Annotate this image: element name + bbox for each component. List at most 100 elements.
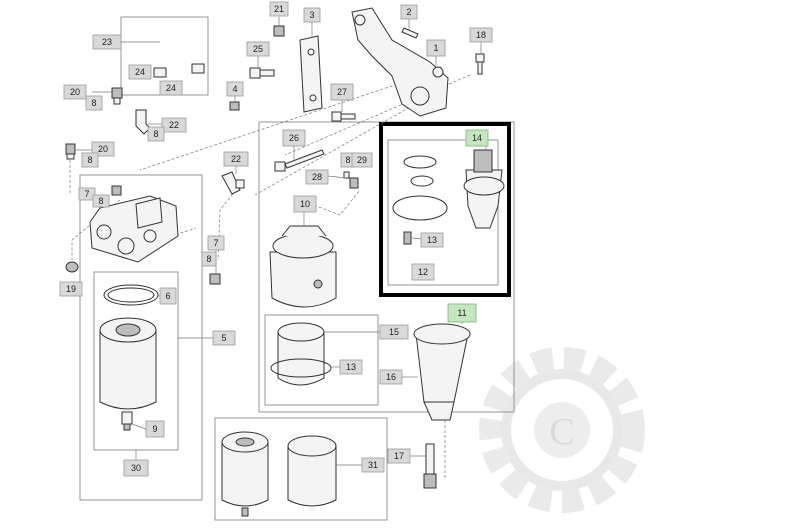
housing-10-part: [269, 225, 337, 308]
svg-text:7: 7: [84, 189, 89, 199]
callout-11: 11: [447, 303, 477, 323]
svg-text:7: 7: [213, 238, 218, 248]
svg-text:19: 19: [66, 284, 76, 294]
svg-text:8: 8: [153, 129, 158, 139]
callout-29: 29: [351, 152, 373, 168]
svg-text:18: 18: [476, 30, 486, 40]
svg-text:6: 6: [165, 291, 170, 301]
svg-text:5: 5: [221, 333, 226, 343]
frame-filter-15-group: [264, 314, 379, 406]
svg-text:8: 8: [206, 254, 211, 264]
callout-30: 30: [123, 459, 149, 477]
callout-8f: 8: [201, 251, 217, 267]
bolt-25-part: [249, 67, 275, 79]
bracket-1-part: [351, 7, 449, 117]
seal-ring-6-part: [103, 284, 159, 306]
callout-1: 1: [426, 39, 446, 57]
filter-head-part: [89, 195, 179, 263]
spin-on-filter-part: [99, 317, 157, 431]
callout-6: 6: [159, 287, 177, 305]
fitting-21-part: [273, 25, 285, 37]
svg-text:10: 10: [300, 199, 310, 209]
callout-7b: 7: [207, 235, 225, 251]
callout-26: 26: [282, 129, 306, 147]
callout-15: 15: [379, 324, 409, 340]
svg-text:11: 11: [457, 308, 466, 318]
filter-31-part: [221, 431, 337, 517]
callout-23: 23: [92, 34, 122, 50]
svg-text:3: 3: [309, 10, 314, 20]
svg-text:15: 15: [389, 327, 399, 337]
primer-pump-part: [463, 149, 505, 229]
callout-18: 18: [469, 27, 493, 43]
callout-20b: 20: [91, 141, 115, 157]
fitting-20b-part: [65, 143, 76, 160]
callout-7a: 7: [78, 187, 96, 201]
svg-text:27: 27: [337, 87, 347, 97]
svg-text:21: 21: [274, 4, 284, 14]
bracket-3-part: [299, 35, 323, 113]
svg-text:9: 9: [152, 424, 157, 434]
callout-8c: 8: [81, 152, 99, 168]
cartridge-15-part: [270, 322, 332, 386]
bolt-27-part: [331, 111, 356, 122]
svg-text:24: 24: [135, 67, 145, 77]
callout-9: 9: [145, 420, 165, 438]
svg-text:31: 31: [368, 460, 378, 470]
pipe-assembly-part: [153, 31, 205, 78]
watermark-gear-icon: C: [479, 347, 645, 513]
svg-text:22: 22: [231, 154, 241, 164]
plug-7b-part: [209, 273, 221, 285]
callout-21: 21: [269, 1, 289, 17]
fitting-20-part: [111, 87, 123, 105]
svg-text:20: 20: [70, 87, 80, 97]
callout-28: 28: [305, 169, 329, 185]
callout-13b: 13: [339, 359, 363, 375]
svg-text:12: 12: [418, 267, 428, 277]
svg-text:20: 20: [98, 144, 108, 154]
callout-4: 4: [226, 81, 244, 97]
svg-text:23: 23: [102, 37, 112, 47]
elbow-22b-part: [221, 171, 245, 195]
svg-text:17: 17: [394, 451, 404, 461]
svg-text:1: 1: [433, 43, 438, 53]
plug-7-part: [111, 185, 122, 196]
watermark-letter: C: [549, 411, 574, 453]
callout-3: 3: [303, 7, 321, 23]
callout-17: 17: [387, 448, 411, 464]
svg-text:8: 8: [91, 98, 96, 108]
callout-20a: 20: [63, 84, 87, 100]
callout-22a: 22: [161, 117, 187, 133]
svg-text:28: 28: [312, 172, 322, 182]
plug-29-part: [343, 171, 359, 189]
callout-2: 2: [400, 4, 418, 20]
svg-text:26: 26: [289, 133, 299, 143]
callout-31: 31: [361, 457, 385, 473]
callout-8b: 8: [147, 126, 165, 142]
filter-bowl-part: [413, 323, 471, 489]
bolt-18-part: [475, 53, 485, 75]
nut-4-part: [229, 101, 240, 111]
svg-text:8: 8: [98, 196, 103, 206]
callout-22b: 22: [223, 151, 249, 167]
callout-13a: 13: [420, 232, 444, 248]
svg-text:30: 30: [131, 463, 141, 473]
svg-text:13: 13: [346, 362, 356, 372]
callout-24b: 24: [159, 80, 183, 96]
svg-text:16: 16: [386, 372, 396, 382]
svg-text:25: 25: [253, 44, 263, 54]
o-ring-kit-part: [392, 155, 448, 245]
callout-16: 16: [379, 369, 403, 385]
svg-text:29: 29: [357, 155, 367, 165]
frame-filter-31-group: [214, 417, 388, 521]
callout-19: 19: [59, 281, 83, 297]
frame-repair-kit: [387, 139, 499, 286]
callout-14: 14: [465, 129, 489, 147]
bolt-26-part: [274, 149, 325, 172]
callout-27: 27: [330, 83, 354, 101]
callout-8e: 8: [92, 194, 110, 208]
callout-8a: 8: [85, 95, 103, 111]
callout-5: 5: [212, 330, 236, 346]
svg-text:13: 13: [427, 235, 437, 245]
